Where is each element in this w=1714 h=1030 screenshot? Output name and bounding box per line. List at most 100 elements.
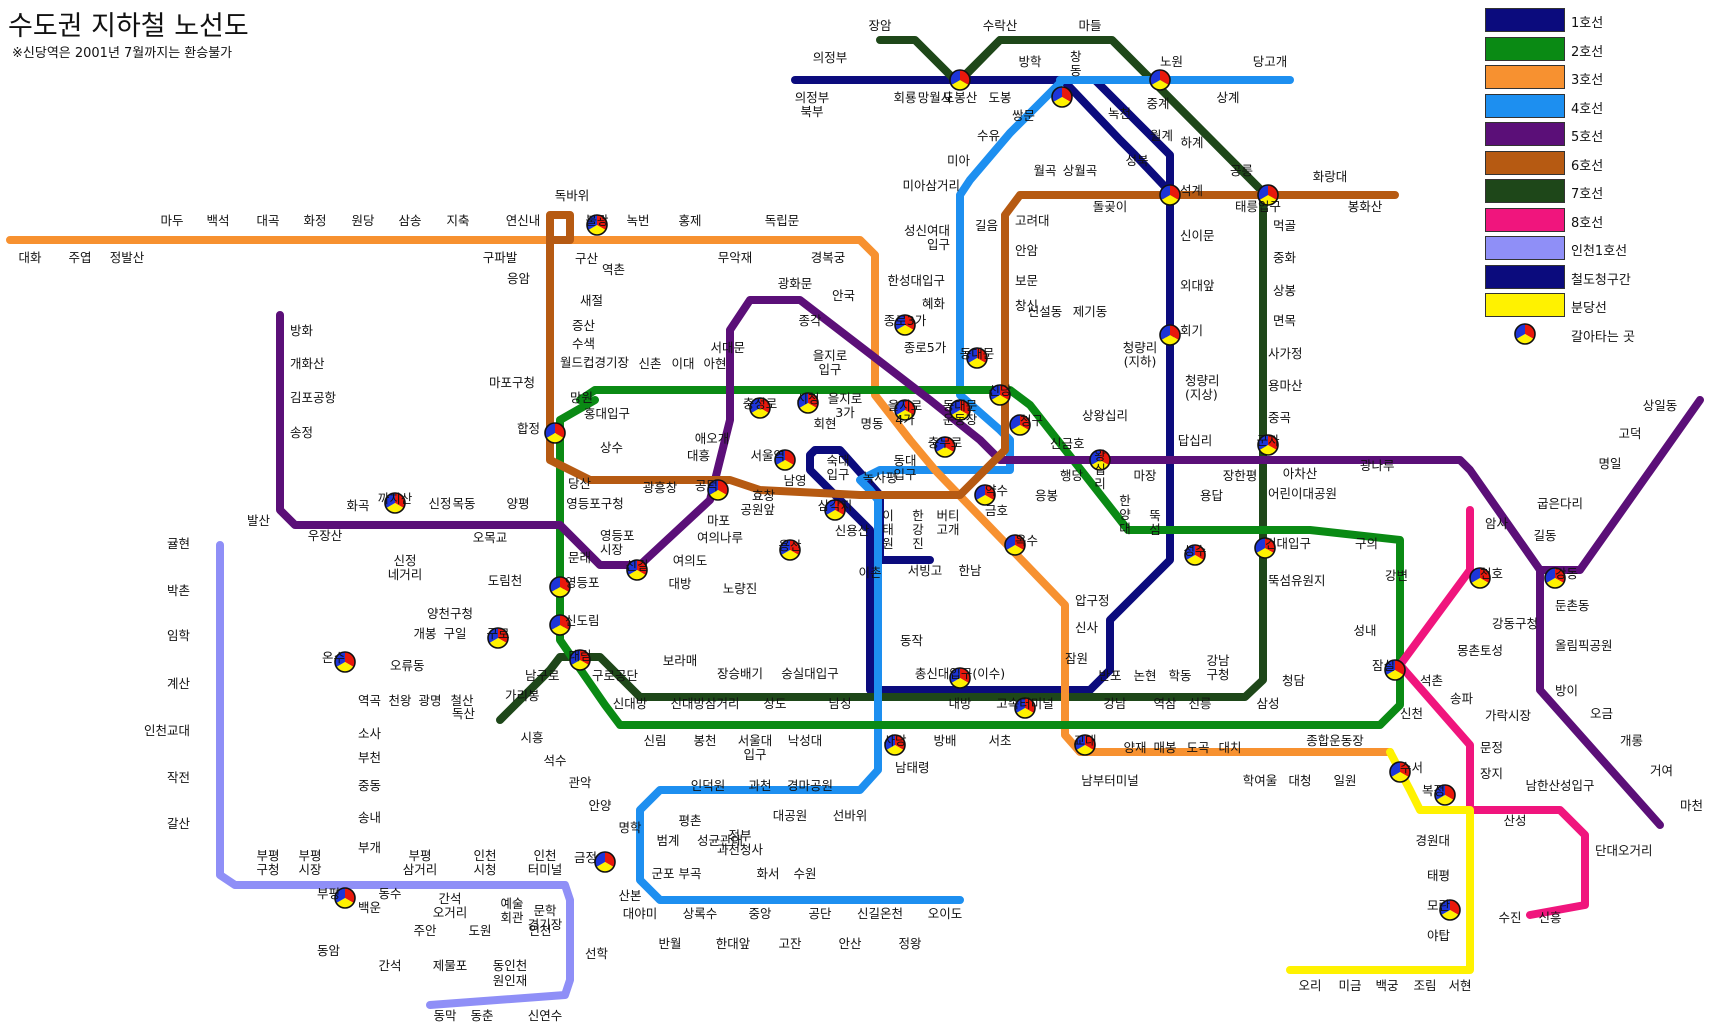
station-sinyongsan[interactable]: 신용산	[835, 523, 870, 538]
station-bugae[interactable]: 부개	[358, 840, 381, 855]
station-gwangmyeong[interactable]: 광명	[418, 693, 441, 708]
station-nowon[interactable]: 노원	[1149, 54, 1183, 91]
station-garak[interactable]: 가락시장	[1485, 708, 1532, 723]
station-gwangnaru[interactable]: 광나루	[1360, 458, 1395, 473]
station-hoehyeon[interactable]: 회현	[813, 416, 836, 431]
station-jamwon[interactable]: 잠원	[1065, 651, 1088, 666]
station-bulgwang[interactable]: 불광	[585, 213, 609, 236]
station-yangjae[interactable]: 양재	[1123, 740, 1146, 755]
station-yangcheon-gucheong[interactable]: 양천구청	[427, 606, 473, 621]
station-majang[interactable]: 마장	[1133, 468, 1157, 483]
station-goryeodae[interactable]: 고려대	[1015, 213, 1050, 228]
station-gildong[interactable]: 길동	[1533, 528, 1556, 543]
station-bucheon[interactable]: 부천	[358, 750, 381, 765]
station-bonghwasan[interactable]: 봉화산	[1348, 199, 1383, 214]
station-myeonghak[interactable]: 명학	[618, 820, 642, 835]
station-seocho[interactable]: 서초	[988, 733, 1011, 748]
station-nakseongdae[interactable]: 낙성대	[788, 733, 823, 748]
station-bupyeong[interactable]: 부평	[317, 886, 356, 909]
station-incheon[interactable]: 인천	[528, 923, 551, 938]
station-sincheon[interactable]: 신천	[1400, 706, 1423, 721]
station-janghanpyeong[interactable]: 장한평	[1223, 468, 1258, 483]
station-jegidong[interactable]: 제기동	[1073, 304, 1108, 319]
station-cheonho[interactable]: 천호	[1469, 566, 1503, 589]
station-haengdang[interactable]: 행당	[1060, 468, 1084, 483]
station-nonhyeon[interactable]: 논현	[1133, 668, 1156, 683]
station-doksan[interactable]: 독산	[452, 706, 476, 721]
station-hagyeoul[interactable]: 학여울	[1243, 773, 1278, 788]
station-garibong[interactable]: 가리봉	[505, 688, 540, 703]
station-ori[interactable]: 오리	[1298, 978, 1321, 993]
station-siheung[interactable]: 시흥	[520, 730, 543, 745]
station-wolgok[interactable]: 월곡	[1033, 163, 1056, 178]
station-songnae[interactable]: 송내	[358, 810, 381, 825]
station-mangwolsa[interactable]: 망월사	[918, 90, 953, 105]
station-singeumho[interactable]: 신금호	[1050, 436, 1085, 451]
station-dangsan[interactable]: 당산	[568, 476, 592, 491]
station-apgujeong[interactable]: 압구정	[1075, 593, 1110, 608]
station-ichon[interactable]: 이촌	[858, 565, 881, 580]
station-worldcup[interactable]: 월드컵경기장	[560, 355, 630, 370]
station-oksu[interactable]: 옥수	[1004, 533, 1038, 556]
station-dobong[interactable]: 도봉	[988, 90, 1011, 105]
station-sangdo[interactable]: 상도	[763, 696, 786, 711]
station-sinyeonsu[interactable]: 신연수	[528, 1008, 563, 1023]
station-sindorim[interactable]: 신도림	[549, 613, 600, 636]
station-seokchon[interactable]: 석촌	[1420, 673, 1443, 688]
station-daecheong[interactable]: 대청	[1288, 773, 1311, 788]
station-dongsu[interactable]: 동수	[378, 886, 401, 901]
station-anam[interactable]: 안암	[1015, 243, 1039, 258]
station-jeongja[interactable]: 조림	[1413, 978, 1436, 993]
station-yatap[interactable]: 야탑	[1427, 928, 1451, 943]
station-sinimun[interactable]: 신이문	[1180, 228, 1215, 243]
station-sanggye[interactable]: 상계	[1216, 90, 1239, 105]
station-gyesan[interactable]: 계산	[167, 676, 191, 691]
station-yeokgok[interactable]: 역곡	[358, 693, 381, 708]
station-bugok[interactable]: 부곡	[678, 866, 701, 881]
station-sinjeong[interactable]: 신정	[428, 496, 451, 511]
station-sinseoldong[interactable]: 신설동	[1028, 304, 1063, 319]
station-mangwon[interactable]: 망원	[570, 390, 593, 405]
station-sanseong[interactable]: 산성	[1503, 813, 1526, 828]
station-oedae[interactable]: 외대앞	[1180, 278, 1215, 293]
station-yeonsinnae[interactable]: 연신내	[506, 213, 541, 228]
station-sindaebang-samgeori[interactable]: 신대방삼거리	[670, 696, 739, 711]
station-namtaeryeong[interactable]: 남태령	[895, 760, 930, 775]
station-moran[interactable]: 모란	[1427, 898, 1461, 921]
station-ujangsan[interactable]: 우장산	[308, 528, 343, 543]
station-dongmak[interactable]: 동막	[433, 1008, 457, 1023]
station-hannam[interactable]: 한남	[958, 563, 982, 578]
station-anyang[interactable]: 안양	[588, 798, 612, 813]
station-mapo[interactable]: 마포	[707, 513, 730, 528]
station-daerim[interactable]: 대림	[568, 648, 592, 671]
station-samsong[interactable]: 삼송	[398, 213, 421, 228]
station-ewha[interactable]: 이대	[671, 356, 694, 371]
station-gupabal[interactable]: 구파발	[483, 250, 518, 265]
station-hakdong[interactable]: 학동	[1168, 668, 1191, 683]
station-jeongbalsan[interactable]: 정발산	[110, 250, 145, 265]
station-hoegi[interactable]: 회기	[1159, 323, 1203, 346]
station-guil[interactable]: 구일	[443, 626, 466, 641]
station-jemulpo[interactable]: 제물포	[433, 958, 468, 973]
station-jongno5ga[interactable]: 종로5가	[904, 340, 947, 355]
station-bakchon[interactable]: 박촌	[167, 583, 190, 598]
station-seoksu[interactable]: 석수	[543, 753, 566, 768]
station-sindang[interactable]: 신당	[988, 383, 1012, 406]
station-seodaemun[interactable]: 서대문	[710, 340, 745, 355]
station-gojan[interactable]: 고잔	[778, 936, 802, 951]
station-gaebong[interactable]: 개봉	[413, 626, 436, 641]
station-cheongdam[interactable]: 청담	[1282, 673, 1306, 688]
station-daehwa[interactable]: 대화	[18, 250, 42, 265]
station-baekseok[interactable]: 백석	[206, 213, 229, 228]
station-sujin[interactable]: 수진	[1498, 910, 1521, 925]
station-suseo[interactable]: 수서	[1389, 760, 1423, 783]
station-mapogucheong[interactable]: 마포구청	[489, 375, 535, 390]
